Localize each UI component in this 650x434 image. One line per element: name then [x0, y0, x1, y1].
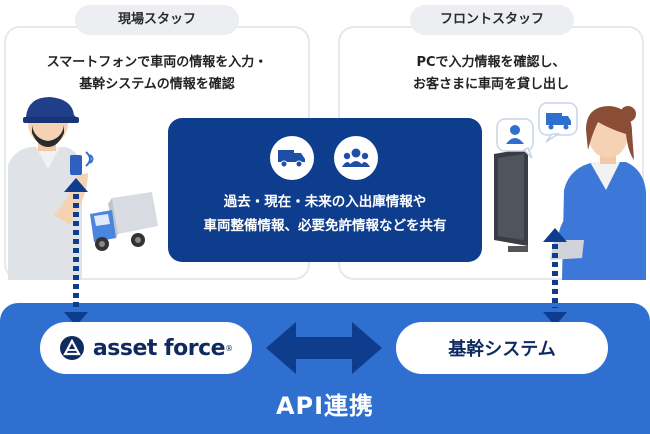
- core-system-pill: 基幹システム: [396, 322, 608, 374]
- asset-force-logo-icon: [59, 336, 84, 360]
- truck-icon: [278, 150, 305, 168]
- front-staff-caption-line2: お客さまに車両を貸し出し: [412, 77, 569, 92]
- front-staff-caption-line1: PCで入力情報を確認し、: [416, 55, 566, 70]
- person-bubble-icon: [496, 118, 534, 159]
- left-vertical-arrow: [64, 178, 88, 326]
- truck-bubble-icon: [538, 102, 578, 143]
- field-staff-caption-line1: スマートフォンで車両の情報を入力・: [46, 55, 268, 70]
- asset-force-name: asset force: [92, 335, 226, 361]
- horizontal-double-arrow: [266, 322, 382, 374]
- asset-force-reg: ®: [225, 343, 234, 353]
- core-system-label: 基幹システム: [448, 339, 556, 360]
- front-staff-caption: PCで入力情報を確認し、 お客さまに車両を貸し出し: [338, 52, 644, 96]
- asset-force-pill: asset force ®: [40, 322, 252, 374]
- shared-info-line2: 車両整備情報、必要免許情報などを共有: [203, 218, 447, 234]
- users-icon: [342, 148, 370, 167]
- shared-info-line1: 過去・現在・未来の入出庫情報や: [223, 194, 427, 210]
- shared-info-text: 過去・現在・未来の入出庫情報や 車両整備情報、必要免許情報などを共有: [168, 190, 482, 238]
- users-circle: [334, 136, 378, 180]
- front-staff-tag: フロントスタッフ: [410, 5, 574, 35]
- phone-signal-icon: [85, 151, 94, 167]
- front-staff-illustration: [558, 106, 646, 280]
- truck-circle: [270, 136, 314, 180]
- right-vertical-arrow: [543, 228, 567, 326]
- api-label: API連携: [275, 392, 375, 420]
- field-staff-tag: 現場スタッフ: [75, 5, 239, 35]
- truck-illustration: [90, 192, 158, 251]
- field-worker-illustration: [8, 97, 88, 280]
- field-staff-caption-line2: 基幹システムの情報を確認: [79, 77, 235, 92]
- field-staff-caption: スマートフォンで車両の情報を入力・ 基幹システムの情報を確認: [4, 52, 310, 96]
- shared-info-box: [168, 118, 482, 262]
- monitor-illustration: [494, 148, 584, 260]
